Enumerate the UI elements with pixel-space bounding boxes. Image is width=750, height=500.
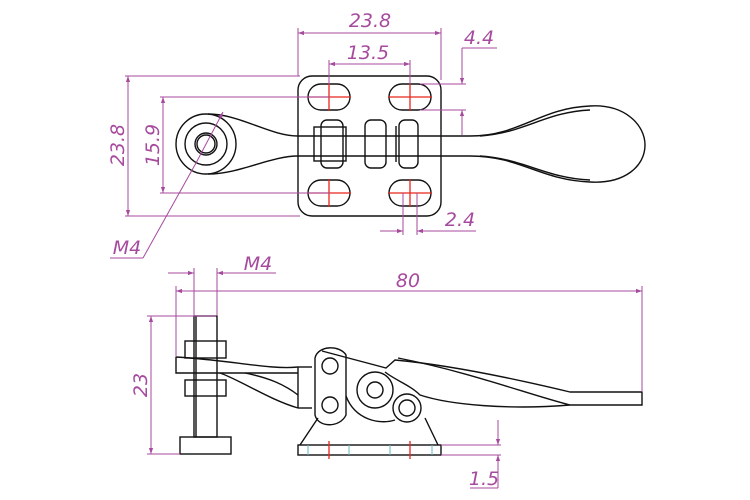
dim-text: 23.8 — [349, 10, 391, 32]
dim-hole-spacing-x: 13.5 — [328, 42, 411, 84]
dim-text: 2.4 — [445, 209, 475, 231]
dim-text: 80 — [396, 270, 420, 292]
spindle-bolt — [179, 315, 232, 455]
dim-base-thickness: 1.5 — [441, 420, 501, 490]
dim-text: 13.5 — [347, 42, 389, 64]
dim-text: 15.9 — [142, 124, 164, 166]
dim-plate-width: 23.8 — [297, 10, 442, 80]
dim-slot-width: 2.4 — [380, 193, 476, 235]
dim-thread-side: M4 — [168, 253, 276, 316]
dim-text: M4 — [113, 237, 141, 259]
dim-text: 23 — [130, 373, 152, 397]
linkage — [314, 347, 422, 426]
dim-text: 23.8 — [107, 124, 129, 166]
dim-text: 4.4 — [464, 27, 494, 49]
clamp-arm-top — [175, 113, 299, 175]
handle-top — [298, 105, 646, 183]
dim-text: M4 — [244, 253, 272, 275]
dim-overall-length: 80 — [175, 270, 643, 392]
dim-plate-height: 23.8 — [107, 75, 300, 217]
hole-centerlines — [307, 83, 432, 207]
top-view: 23.8 13.5 4.4 23.8 15.9 — [107, 10, 646, 259]
handle-side — [321, 350, 643, 408]
dim-slot-offset: 4.4 — [420, 27, 497, 135]
dim-height: 23 — [130, 315, 216, 455]
clamp-arm-side — [175, 356, 312, 409]
base-side — [297, 417, 442, 459]
pivot-links-top — [313, 119, 419, 169]
dim-thread-leader: M4 — [110, 111, 224, 259]
side-view: M4 80 23 1.5 — [130, 253, 643, 490]
dim-hole-spacing-y: 15.9 — [142, 96, 330, 194]
dim-text: 1.5 — [469, 468, 499, 490]
